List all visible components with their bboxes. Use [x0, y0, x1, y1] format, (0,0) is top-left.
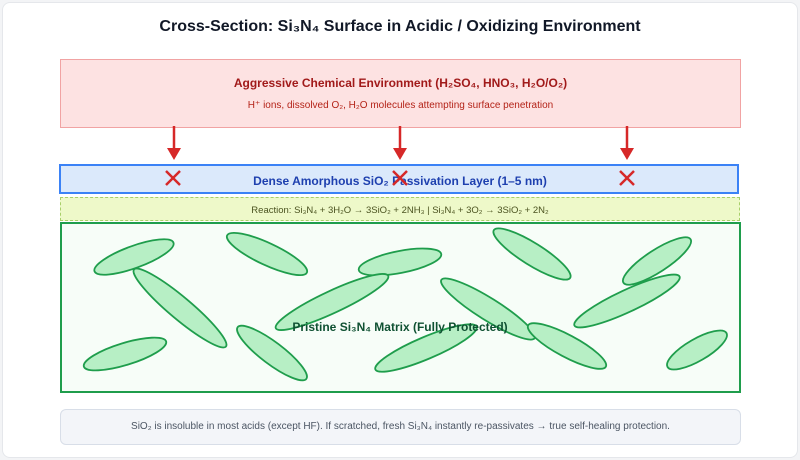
grain: [274, 273, 390, 331]
reaction-box: [60, 197, 740, 221]
grain: [132, 267, 228, 349]
grain: [93, 238, 175, 276]
grain: [82, 336, 168, 372]
environment-title: Aggressive Chemical Environment (H₂SO₄, …: [233, 76, 568, 90]
arrow-down-icon: [393, 126, 407, 160]
reaction-equation: Reaction: Si₃N₄ + 3H₂O → 3SiO₂ + 2NH₃ | …: [251, 205, 549, 216]
x-mark-icon: [619, 170, 635, 186]
page-title: Cross-Section: Si₃N₄ Surface in Acidic /…: [159, 18, 641, 35]
passivation-layer-label: Dense Amorphous SiO₂ Passivation Layer (…: [253, 174, 547, 188]
environment-subtitle: H⁺ ions, dissolved O₂, H₂O molecules att…: [247, 100, 554, 111]
x-mark-icon: [165, 170, 181, 186]
arrow-down-icon: [167, 126, 181, 160]
grain: [622, 236, 692, 286]
grain: [573, 273, 681, 329]
chemical-environment-box: Aggressive Chemical Environment (H₂SO₄, …: [60, 59, 741, 128]
grain: [374, 323, 478, 373]
grain-field: [82, 227, 728, 382]
grain: [492, 227, 572, 281]
grain: [666, 329, 728, 371]
grain: [357, 247, 443, 277]
matrix-label: Pristine Si₃N₄ Matrix (Fully Protected): [292, 320, 508, 334]
footer-note: SiO₂ is insoluble in most acids (except …: [60, 409, 741, 445]
grain: [526, 322, 608, 370]
x-mark-icon: [392, 170, 408, 186]
arrow-down-icon: [620, 126, 634, 160]
footer-note-text: SiO₂ is insoluble in most acids (except …: [131, 421, 670, 432]
grain: [225, 232, 309, 276]
grain: [236, 324, 308, 382]
